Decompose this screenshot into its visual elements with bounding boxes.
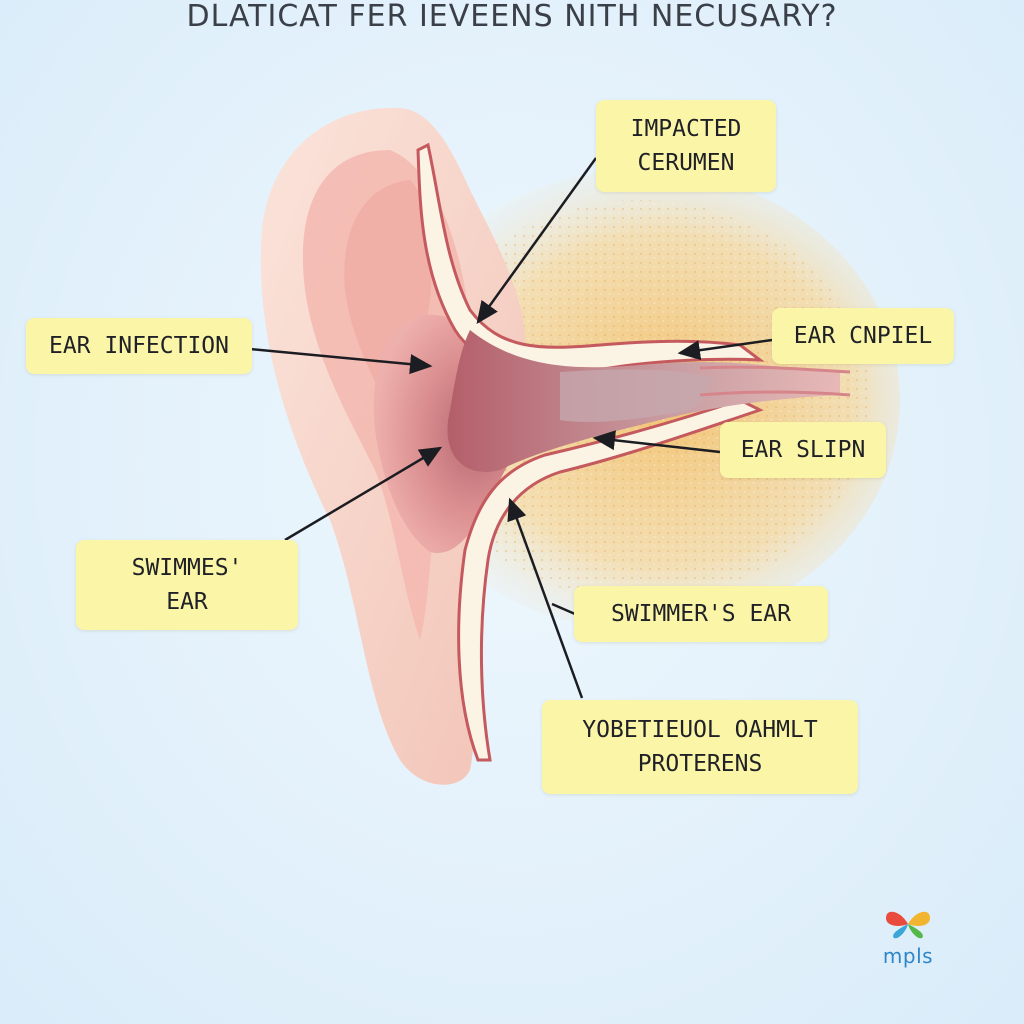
pointer-proteins: [507, 497, 584, 699]
canal-lower-wall: [457, 398, 764, 762]
pointer-ear-cnpiel: [677, 338, 773, 361]
label-ear-slipn: EAR SLIPN: [720, 422, 886, 478]
label-swimmes-ear: SWIMMES' EAR: [76, 540, 298, 630]
pointer-swimmes-ear: [284, 446, 443, 542]
label-impacted-cerumen: IMPACTED CERUMEN: [596, 100, 776, 192]
page-title: DLATICAT FER IEVEENS NITH NECUSARY?: [186, 0, 838, 34]
brand-logo: mpls: [872, 906, 944, 968]
label-swimmers-ear: SWIMMER'S EAR: [574, 586, 828, 642]
label-proteins: YOBETIEUOL OAHMLT PROTERENS: [542, 700, 858, 794]
pointer-ear-slipn: [592, 430, 721, 454]
label-ear-cnpiel: EAR CNPIEL: [772, 308, 954, 364]
logo-text: mpls: [882, 944, 934, 968]
label-ear-infection: EAR INFECTION: [26, 318, 252, 374]
pointer-impacted: [476, 157, 598, 325]
pointer-ear-infection: [249, 347, 433, 375]
pointer-swimmers-ear: [551, 602, 576, 616]
canal-upper-wall: [416, 142, 765, 374]
butterfly-logo-icon: [886, 911, 930, 939]
